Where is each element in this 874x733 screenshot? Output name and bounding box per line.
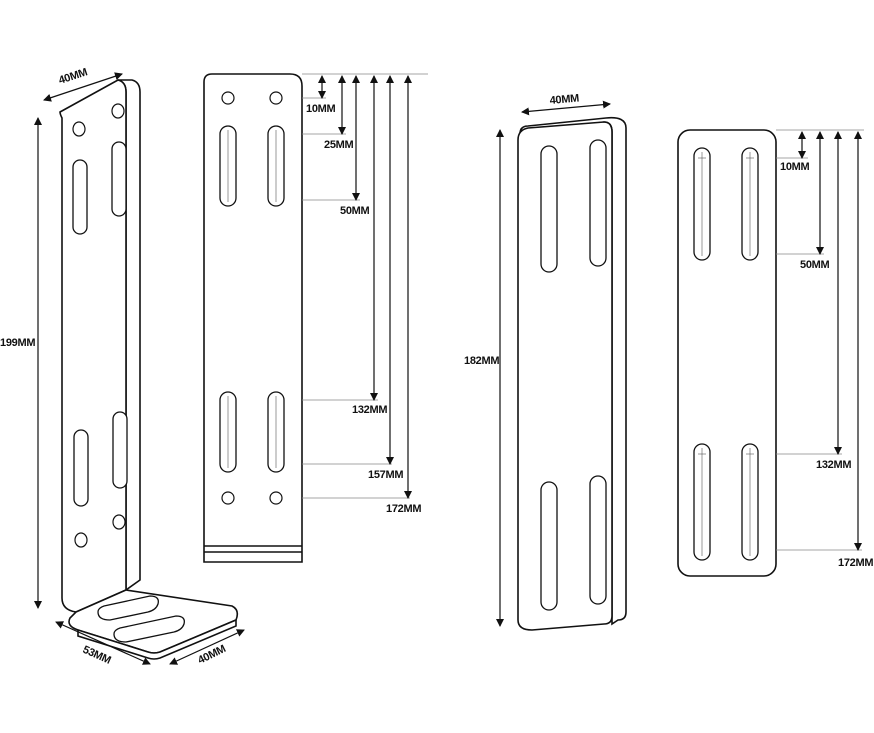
plate-slot <box>589 475 607 605</box>
angle-bracket-3d-view: 40MM 199MM 53MM 40MM <box>0 66 245 667</box>
base-slot <box>97 595 159 621</box>
front-hole <box>269 91 283 105</box>
upright-slot <box>73 429 89 507</box>
dim-label-25mm: 25MM <box>324 139 353 151</box>
front-hole <box>269 491 283 505</box>
dim-line-plate-width <box>521 100 611 116</box>
plate-slot <box>589 139 607 267</box>
front-bracket-outline <box>203 73 303 563</box>
dim-label-plate-172mm: 172MM <box>838 557 873 569</box>
dim-label-plate-132mm: 132MM <box>816 459 851 471</box>
upright-hole <box>72 121 86 137</box>
flat-plate-3d-view: 40MM 182MM <box>464 92 627 631</box>
dim-line-base-width <box>169 629 245 665</box>
dim-line-top-width <box>43 72 123 102</box>
upright-hole <box>111 103 125 119</box>
dim-label-base-length: 53MM <box>81 644 113 667</box>
plate-slot <box>540 145 558 273</box>
dim-label-plate-height: 182MM <box>464 355 499 367</box>
dim-label-50mm: 50MM <box>340 205 369 217</box>
plate-slot <box>540 481 558 611</box>
front-hole <box>221 491 235 505</box>
dim-line-base-length <box>55 621 151 665</box>
plate-front-outline <box>677 129 777 577</box>
upright-slot <box>72 159 88 235</box>
flat-plate-front-view: 10MM 50MM 132MM 172MM <box>677 129 874 577</box>
dim-label-132mm: 132MM <box>352 404 387 416</box>
dim-label-157mm: 157MM <box>368 469 403 481</box>
dim-label-plate-50mm: 50MM <box>800 259 829 271</box>
dim-label-height: 199MM <box>0 337 35 349</box>
angle-bracket-front-view: 10MM 25MM 50MM 132MM 157MM 172MM <box>203 73 428 563</box>
upright-hole <box>74 532 88 548</box>
dim-label-base-width: 40MM <box>196 643 228 667</box>
dim-label-172mm: 172MM <box>386 503 421 515</box>
dim-label-plate-10mm: 10MM <box>780 161 809 173</box>
upright-slot <box>111 141 127 217</box>
front-hole <box>221 91 235 105</box>
dim-label-10mm: 10MM <box>306 103 335 115</box>
upright-hole <box>112 514 126 530</box>
dim-label-top-width: 40MM <box>57 66 89 87</box>
dim-label-plate-width: 40MM <box>549 92 579 107</box>
upright-slot <box>112 411 128 489</box>
